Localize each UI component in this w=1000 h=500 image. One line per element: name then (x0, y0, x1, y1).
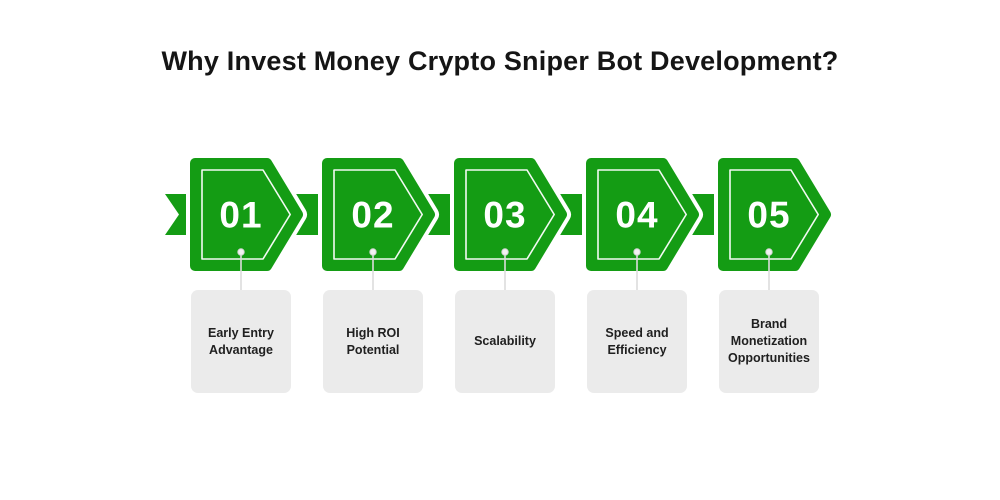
step-card-label: High ROI Potential (346, 325, 400, 357)
step-arrow-2: 02 (318, 154, 439, 275)
step-arrow-1: 01 (186, 154, 307, 275)
step-card-label: Brand Monetization Opportunities (728, 317, 810, 365)
arrow-inner-outline (729, 169, 819, 260)
connector-3 (501, 248, 509, 290)
arrow-shape (190, 158, 303, 271)
arrow-shape (718, 158, 831, 271)
connector-dot (633, 248, 641, 256)
step-card-label: Scalability (474, 334, 536, 349)
step-card-2: High ROI Potential (323, 290, 423, 393)
connector-4 (633, 248, 641, 290)
arrow-shape (322, 158, 435, 271)
step-number: 01 (219, 195, 262, 236)
step-number: 02 (351, 195, 394, 236)
step-card-3: Scalability (455, 290, 555, 393)
arrow-inner-outline (597, 169, 687, 260)
step-number: 05 (747, 195, 790, 236)
step-arrow-3: 03 (450, 154, 571, 275)
connector-1 (237, 248, 245, 290)
connector-dot (501, 248, 509, 256)
arrow-inner-outline (465, 169, 555, 260)
step-arrow-5: 05 (714, 154, 835, 275)
connector-dot (237, 248, 245, 256)
connector-2 (369, 248, 377, 290)
page-title: Why Invest Money Crypto Sniper Bot Devel… (161, 46, 839, 76)
arrow-inner-outline (201, 169, 291, 260)
connector-dot (369, 248, 377, 256)
step-card-1: Early Entry Advantage (191, 290, 291, 393)
step-card-4: Speed and Efficiency (587, 290, 687, 393)
step-card-label: Early Entry Advantage (207, 325, 274, 357)
step-arrow-4: 04 (582, 154, 703, 275)
step-number: 03 (483, 195, 526, 236)
step-card-label: Speed and Efficiency (605, 325, 669, 357)
connector-5 (765, 248, 773, 290)
step-number: 04 (615, 195, 658, 236)
step-card-5: Brand Monetization Opportunities (719, 290, 819, 393)
connector-dot (765, 248, 773, 256)
arrow-inner-outline (333, 169, 423, 260)
arrow-shape (586, 158, 699, 271)
arrow-shape (454, 158, 567, 271)
